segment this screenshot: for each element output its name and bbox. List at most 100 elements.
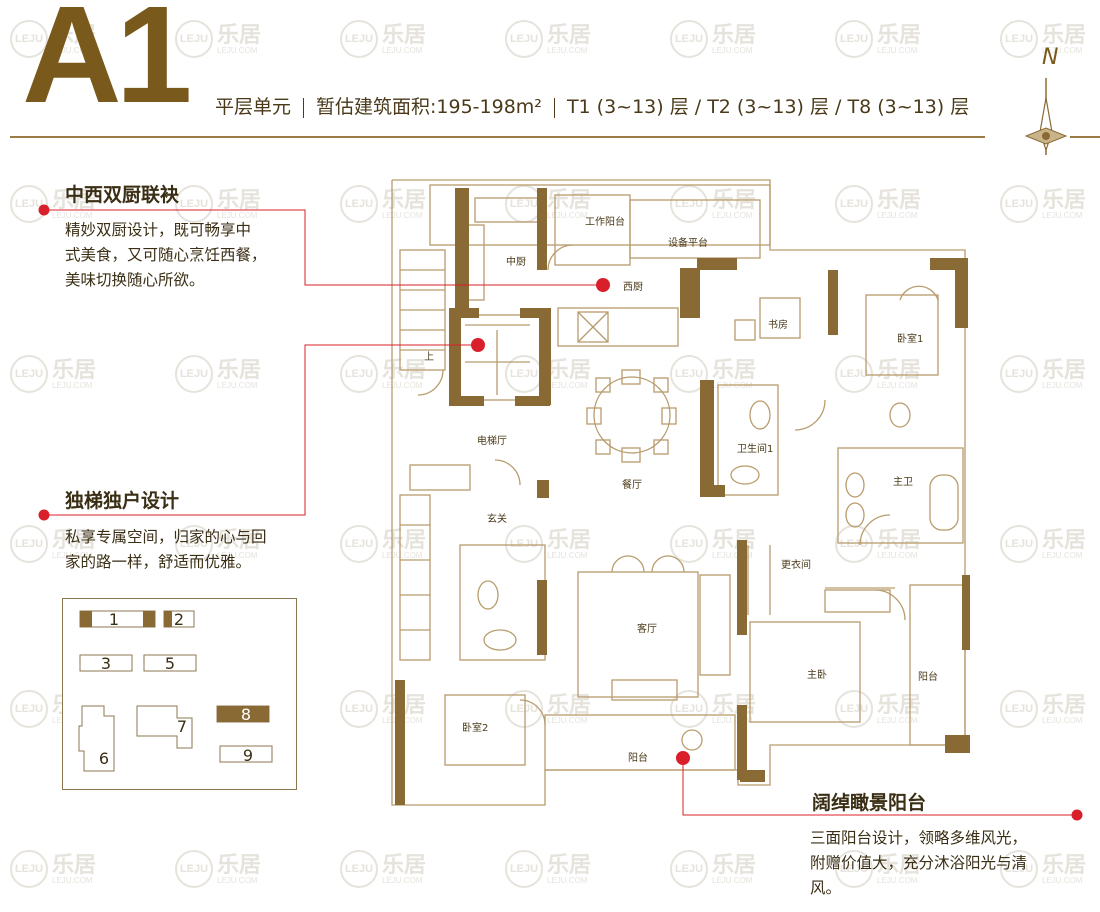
watermark-logo-icon: LEJU — [670, 850, 708, 888]
watermark-logo-icon: LEJU — [10, 690, 48, 728]
marker-dots — [38, 204, 1083, 821]
watermark-logo-icon: LEJU — [835, 850, 873, 888]
annotation-1-text: 精妙双厨设计，既可畅享中 式美食，又可随心烹饪西餐， 美味切换随心所欲。 — [65, 218, 267, 293]
watermark-logo-icon: LEJU — [10, 20, 48, 58]
annotation-1-line: 式美食，又可随心烹饪西餐， — [65, 246, 267, 264]
room-bath1: 卫生间1 — [737, 442, 773, 455]
annotation-3-line: 附赠价值大，充分沐浴阳光与清 — [810, 854, 1028, 872]
watermark-logo-icon: LEJU — [340, 525, 378, 563]
watermark-logo-icon: LEJU — [340, 20, 378, 58]
unit-type: 平层单元 — [215, 96, 292, 118]
key-label-2: 2 — [174, 610, 184, 629]
watermark-logo-icon: LEJU — [835, 525, 873, 563]
room-closet: 更衣间 — [781, 558, 811, 571]
watermark-logo-icon: LEJU — [1000, 850, 1038, 888]
key-label-1: 1 — [109, 610, 119, 629]
watermark-logo-icon: LEJU — [10, 185, 48, 223]
watermark-logo-icon: LEJU — [835, 355, 873, 393]
key-plan — [62, 598, 297, 790]
watermark-logo-icon: LEJU — [10, 850, 48, 888]
dining-table — [593, 376, 671, 454]
watermark-logo-icon: LEJU — [505, 20, 543, 58]
room-balcony-bottom: 阳台 — [628, 751, 648, 764]
watermark-logo-icon: LEJU — [1000, 690, 1038, 728]
key-plan-diagram: 1 2 3 5 7 8 6 9 — [78, 610, 273, 772]
watermark-logo-icon: LEJU — [505, 690, 543, 728]
master-bed — [749, 621, 861, 723]
annotation-3-text: 三面阳台设计，领略多维风光， 附赠价值大，充分沐浴阳光与清 风。 — [810, 826, 1027, 901]
watermark-logo-icon: LEJU — [10, 525, 48, 563]
annotation-3-line: 风。 — [810, 879, 842, 897]
watermark-logo-icon: LEJU — [175, 20, 213, 58]
watermark-logo-icon: LEJU — [835, 185, 873, 223]
key-label-9: 9 — [243, 746, 253, 765]
room-master-bath: 主卫 — [893, 476, 913, 488]
key-label-8: 8 — [241, 705, 251, 724]
annotation-3-line: 三面阳台设计，领略多维风光， — [810, 829, 1028, 847]
thick-walls — [395, 188, 970, 805]
balcony-right — [909, 584, 966, 746]
watermark-logo-icon: LEJU — [670, 690, 708, 728]
room-equipment: 设备平台 — [668, 236, 708, 249]
watermark-logo-icon: LEJU — [175, 185, 213, 223]
room-living: 客厅 — [637, 622, 657, 635]
room-bedroom2: 卧室2 — [462, 721, 488, 734]
annotation-2-line: 家的路一样，舒适而优雅。 — [65, 553, 252, 571]
watermark-logo-icon: LEJU — [340, 355, 378, 393]
watermark-logo-icon: LEJU — [505, 850, 543, 888]
watermark-logo-icon: LEJU — [175, 525, 213, 563]
watermark-logo-icon: LEJU — [1000, 185, 1038, 223]
tower-floors: T1 (3~13) 层 / T2 (3~13) 层 / T8 (3~13) 层 — [566, 96, 970, 118]
key-label-5: 5 — [165, 654, 175, 673]
compass-icon: N — [1024, 45, 1068, 155]
room-bedroom1: 卧室1 — [897, 332, 923, 345]
room-foyer: 玄关 — [487, 512, 507, 525]
annotation-1-line: 美味切换随心所欲。 — [65, 271, 205, 289]
leader-lines — [44, 209, 1077, 816]
annotation-1-line: 精妙双厨设计，既可畅享中 — [65, 221, 252, 239]
room-balcony-right: 阳台 — [918, 670, 938, 683]
room-western-kitchen: 西厨 — [623, 281, 643, 293]
key-label-7: 7 — [177, 717, 187, 736]
watermark-logo-icon: LEJU — [670, 185, 708, 223]
annotation-3-title: 阔绰瞰景阳台 — [812, 792, 927, 814]
watermark-logo-icon: LEJU — [670, 20, 708, 58]
annotation-2-line: 私享专属空间，归家的心与回 — [65, 528, 267, 546]
bed-2 — [444, 694, 526, 766]
watermark-logo-icon: LEJU — [340, 690, 378, 728]
watermark-logo-icon: LEJU — [835, 690, 873, 728]
header-rule — [10, 136, 985, 138]
watermark-logo-icon: LEJU — [835, 20, 873, 58]
watermark-logo-icon: LEJU — [1000, 20, 1038, 58]
annotation-1-title: 中西双厨联袂 — [65, 184, 180, 206]
room-chinese-kitchen: 中厨 — [506, 255, 526, 268]
plan-title: A1 — [22, 0, 192, 132]
room-master-bed: 主卧 — [807, 668, 827, 681]
room-study: 书房 — [768, 318, 788, 331]
watermark-logo-icon: LEJU — [1000, 355, 1038, 393]
